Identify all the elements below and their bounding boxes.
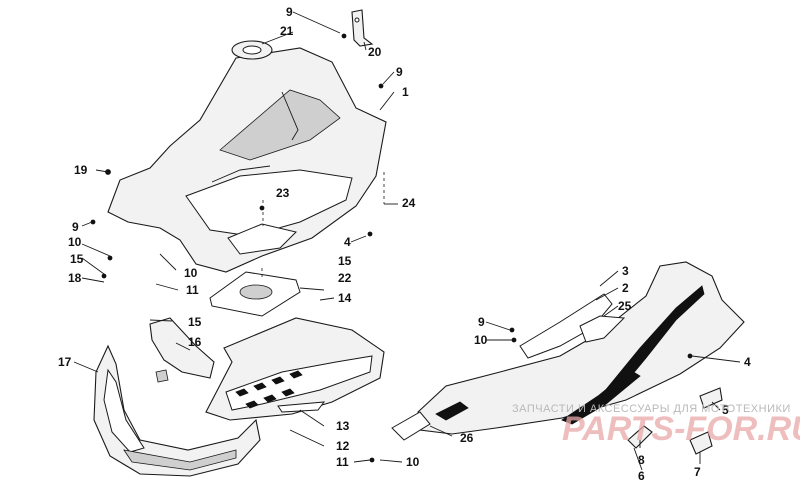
callout-8: 8: [638, 453, 645, 467]
callout-1: 1: [402, 85, 409, 99]
callout-15: 15: [188, 315, 202, 329]
callout-10: 10: [406, 455, 420, 469]
callout-20: 20: [368, 45, 382, 59]
hinge-bracket: [699, 387, 723, 409]
belly-pan-upper: [107, 47, 387, 273]
callout-13: 13: [336, 419, 350, 433]
callout-15: 15: [338, 254, 352, 268]
watermark: ЗАПЧАСТИ И АКСЕССУАРЫ ДЛЯ МОТОТЕХНИКИ PA…: [512, 403, 800, 448]
callout-17: 17: [58, 355, 72, 369]
side-guard: [149, 317, 215, 383]
callout-22: 22: [338, 271, 352, 285]
callout-9: 9: [286, 5, 293, 19]
callout-11: 11: [186, 283, 199, 297]
grommet-ring: [231, 40, 273, 60]
front-bumper: [93, 344, 261, 477]
callout-9: 9: [72, 220, 79, 234]
callout-15: 15: [70, 252, 84, 266]
callout-23: 23: [276, 186, 290, 200]
watermark-logo: PARTS-FOR.RU: [562, 410, 800, 448]
callout-labels: 9 21 20 9 1 19 23 24 9 10 4 15 15 10 18 …: [58, 5, 751, 483]
mount-bracket: [351, 9, 374, 47]
callout-5: 5: [722, 403, 729, 417]
callout-3: 3: [622, 264, 629, 278]
callout-25: 25: [618, 299, 632, 313]
callout-10: 10: [474, 333, 488, 347]
callout-26: 26: [460, 431, 474, 445]
callout-2: 2: [622, 281, 629, 295]
running-board: [391, 261, 745, 441]
callout-14: 14: [338, 291, 352, 305]
callout-19: 19: [74, 163, 88, 177]
callout-10: 10: [184, 266, 198, 280]
callout-4: 4: [744, 355, 751, 369]
callout-16: 16: [188, 335, 202, 349]
callout-9: 9: [396, 65, 403, 79]
callout-11: 11: [336, 455, 349, 469]
callout-4: 4: [344, 235, 351, 249]
callout-12: 12: [336, 439, 350, 453]
edge-clip: [689, 431, 713, 455]
callout-6: 6: [638, 469, 645, 483]
callout-21: 21: [280, 24, 294, 38]
wedge-spacer: [627, 425, 653, 449]
callout-24: 24: [402, 196, 416, 210]
watermark-tagline: ЗАПЧАСТИ И АКСЕССУАРЫ ДЛЯ МОТОТЕХНИКИ: [512, 403, 791, 415]
hardware-fasteners: [90, 33, 693, 463]
callout-7: 7: [694, 465, 701, 479]
reinforcement-plate: [209, 271, 301, 317]
leader-lines: [73, 11, 741, 471]
skid-plate: [205, 317, 385, 421]
callout-10: 10: [68, 235, 82, 249]
callout-9: 9: [478, 315, 485, 329]
callout-18: 18: [68, 271, 82, 285]
